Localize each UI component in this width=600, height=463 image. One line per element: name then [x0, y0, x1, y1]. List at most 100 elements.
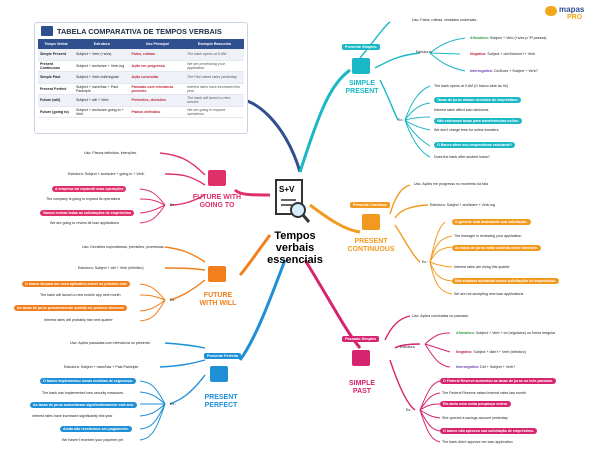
example-text: The manager is reviewing your applicatio…: [454, 234, 522, 238]
example-text: Interest rates affect loan decisions: [434, 108, 489, 112]
affirmative-text: Subject + Verb + ed (regulares) ou forma…: [475, 331, 556, 335]
example-pill: O banco implementou novas medidas de seg…: [40, 378, 136, 384]
example-pill: O banco lançará um novo aplicativo móvel…: [22, 281, 130, 287]
table-row: Simple Past Subject + Verb-ed/irregular …: [38, 71, 244, 84]
brand-logo: mapas PRO: [545, 4, 595, 26]
interrogative-label: Interrogativo:: [470, 69, 494, 73]
simple-past-interrogative: Interrogativo: Did + Subject + Verb?: [456, 365, 515, 369]
table-cell: Future (going to): [38, 106, 74, 118]
future-going-to-structure: Estrutura: Subject + am/is/are + going t…: [68, 172, 145, 176]
simple-present-use: Uso: Fatos, rotinas, verdades universais…: [412, 18, 478, 22]
example-text: The Federal Reserve raised interest rate…: [442, 391, 526, 395]
future-will-use: Uso: Decisões espontâneas, previsões, pr…: [82, 245, 165, 249]
simple-past-ex-label: Ex.:: [406, 408, 413, 412]
example-pill: Não cobramos taxas para transferências o…: [434, 118, 522, 124]
example-pill: O Federal Reserve aumentou as taxas de j…: [440, 378, 557, 384]
table-icon: [41, 26, 53, 36]
simple-present-tag: Presente Simples: [342, 44, 380, 50]
example-text: The bank has implemented new security me…: [42, 391, 125, 395]
table-cell: Future (will): [38, 94, 74, 107]
table-cell: The bank opens at 9 AM.: [185, 49, 244, 61]
example-pill: As taxas de juros provavelmente subirão …: [14, 305, 128, 311]
negative-label: Negativo:: [470, 52, 487, 56]
present-perfect-title-line2: PERFECT: [204, 402, 238, 409]
table-header: Exemplo Rascunho: [185, 39, 244, 49]
table-cell: The bank will launch a new service.: [185, 94, 244, 107]
simple-present-structure-label: Estrutura:: [416, 50, 432, 54]
future-going-to-title-line2: GOING TO: [199, 202, 235, 209]
table-cell: Present Continuous: [38, 60, 74, 72]
negative-label: Negativo:: [456, 350, 473, 354]
example-pill: As taxas de juros aumentaram significati…: [30, 402, 138, 408]
simple-past-tag: Passado Simples: [342, 336, 380, 342]
table-cell: Simple Present: [38, 49, 74, 61]
example-pill: O gerente está analisando sua solicitaçã…: [452, 219, 531, 225]
present-continuous-ex-label: Ex.:: [422, 260, 429, 264]
book-icon: [210, 366, 228, 382]
table-row: Simple Present Subject + Verb (+s/es) Fa…: [38, 49, 244, 61]
comparison-table: Tempo Verbal Estrutura Uso Principal Exe…: [38, 39, 244, 118]
table-row: Present Perfect Subject + have/has + Pas…: [38, 83, 244, 95]
table-cell: Previsões, decisões: [129, 94, 185, 107]
table-cell: Passado com relevância presente: [129, 83, 185, 95]
table-cell: Ação em progresso: [129, 60, 185, 72]
table-cell: Fatos, rotinas: [129, 49, 185, 61]
example-text: The bank didn't approve her loan applica…: [442, 440, 513, 444]
affirmative-label: Afirmativo:: [470, 36, 489, 40]
table-row: Future (going to) Subject + am/is/are go…: [38, 106, 244, 118]
interrogative-text: Did + Subject + Verb?: [480, 365, 516, 369]
negative-text: Subject + don't/doesn't + Verb: [487, 52, 536, 56]
present-perfect-title-line1: PRESENT: [204, 394, 238, 401]
future-going-to-ex-label: Ex.:: [170, 203, 177, 207]
simple-present-title-line1: SIMPLE: [348, 80, 376, 87]
simple-present-title-line2: PRESENT: [345, 88, 379, 95]
example-text: Interest rates have increased significan…: [32, 414, 113, 418]
table-header-row: Tempo Verbal Estrutura Uso Principal Exe…: [38, 39, 244, 49]
example-text: Interest rates are rising this quarter: [454, 265, 510, 269]
table-cell: Interest rates have increased this year.: [185, 83, 244, 95]
example-text: Interest rates will probably rise next q…: [44, 318, 113, 322]
example-text: Does the bank offer student loans?: [434, 155, 490, 159]
logo-line1: mapas: [559, 5, 585, 14]
present-continuous-structure: Estrutura: Subject + am/is/are + Verb-in…: [430, 203, 495, 207]
future-will-title-line1: FUTURE: [203, 292, 233, 299]
example-pill: As taxas de juros estão subindo neste tr…: [452, 245, 541, 251]
table-cell: The Fed raised rates yesterday.: [185, 71, 244, 84]
example-text: She opened a savings account yesterday: [442, 416, 508, 420]
book-icon: [208, 170, 226, 186]
simple-past-negative: Negativo: Subject + didn't + Verb (infin…: [456, 350, 526, 354]
simple-present-affirmative: Afirmativo: Subject + Verb (+s/es p/ 3ª …: [470, 36, 546, 40]
present-continuous-title-line2: CONTINUOUS: [347, 246, 395, 253]
center-title-line3: essenciais: [267, 254, 323, 266]
table-row: Future (will) Subject + will + Verb Prev…: [38, 94, 244, 107]
center-icon-text: S+V: [279, 185, 295, 194]
table-title: TABELA COMPARATIVA DE TEMPOS VERBAIS: [57, 27, 222, 36]
table-row: Present Continuous Subject + am/is/are +…: [38, 60, 244, 72]
affirmative-text: Subject + Verb (+s/es p/ 3ª pessoa): [489, 36, 547, 40]
book-icon: [352, 58, 370, 74]
book-icon: [362, 214, 380, 230]
present-perfect-tag: Presente Perfeito: [204, 353, 242, 359]
affirmative-label: Afirmativo:: [456, 331, 475, 335]
example-text: We don't charge fees for online transfer…: [434, 128, 499, 132]
center-node: S+V Tempos verbais essenciais: [264, 178, 326, 283]
table-cell: Subject + will + Verb: [73, 94, 130, 107]
simple-present-negative: Negativo: Subject + don't/doesn't + Verb: [470, 52, 535, 56]
table-cell: Simple Past: [38, 71, 74, 84]
book-icon: [352, 350, 370, 366]
table-header: Tempo Verbal: [38, 39, 74, 49]
comparison-table-card: TABELA COMPARATIVA DE TEMPOS VERBAIS Tem…: [34, 22, 248, 134]
present-continuous-title-line1: PRESENT: [354, 238, 388, 245]
example-pill: O Banco afere seu empréstimos estudante?: [434, 142, 516, 148]
simple-past-structure-label: Estrutura: [400, 345, 415, 349]
example-text: We haven't received your payment yet: [62, 438, 123, 442]
future-going-to-title-line1: FUTURE WITH: [192, 194, 242, 201]
simple-present-ex-label: Ex.:: [398, 118, 405, 122]
brain-icon: [545, 6, 557, 16]
table-cell: Subject + am/is/are + Verb-ing: [73, 60, 130, 72]
example-pill: Ela abriu uma conta poupança ontem.: [440, 401, 511, 407]
example-pill: Taxas de juros afetam decisões de emprés…: [434, 97, 522, 103]
future-will-title-line2: WITH WILL: [199, 300, 237, 307]
interrogative-text: Do/Does + Subject + Verb?: [494, 69, 538, 73]
